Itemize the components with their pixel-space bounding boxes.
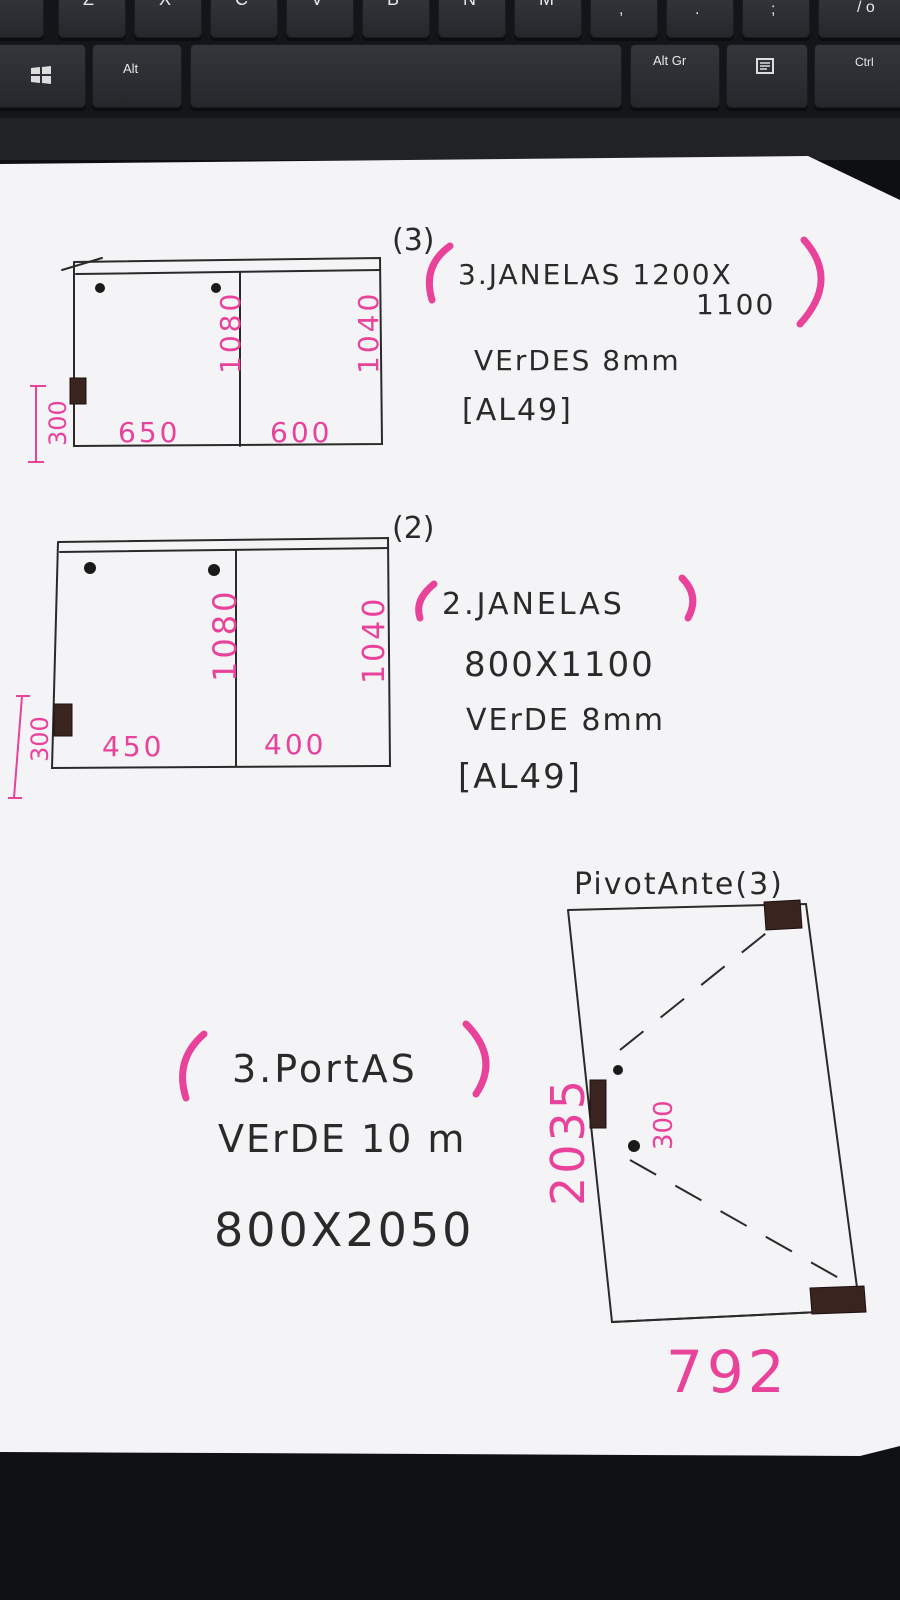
key-comma: , — [590, 0, 658, 38]
window2-pivot-dot-right — [208, 564, 220, 576]
door-handle-height: 300 — [649, 1100, 679, 1150]
window1-note-close-paren — [796, 236, 825, 328]
window2-size: 800X1100 — [464, 645, 655, 685]
window2-top-rail — [59, 547, 389, 553]
paper-sheet — [0, 156, 900, 1456]
door-note-close-paren — [462, 1020, 490, 1098]
key-alt-gr: Alt Gr — [630, 44, 720, 108]
door-pivot-dot-bottom — [628, 1140, 640, 1152]
key-partial — [0, 0, 44, 38]
door-size: 800X2050 — [214, 1203, 474, 1257]
key-ctrl: Ctrl — [814, 44, 900, 108]
door-note-open-paren — [179, 1030, 208, 1102]
menu-icon — [756, 58, 774, 74]
door-bottom-pivot-block — [809, 1285, 867, 1315]
door-handle-block — [589, 1079, 607, 1129]
window2-handle-block — [53, 703, 73, 737]
door-width: 792 — [666, 1338, 789, 1406]
key-menu — [726, 44, 808, 108]
key-semicolon: ; — [742, 0, 810, 38]
window1-note-title-2: 1100 — [696, 288, 775, 321]
window2-profile: [AL49] — [458, 757, 582, 797]
key-v: V — [286, 0, 354, 38]
key-n: N — [438, 0, 506, 38]
key-c: C — [210, 0, 278, 38]
key-slash: / o — [818, 0, 900, 38]
window2-right-height: 1040 — [357, 596, 392, 684]
window1-handle-height: 300 — [44, 400, 72, 446]
window2-handle-dim-line — [13, 695, 23, 799]
door-height: 2035 — [541, 1077, 595, 1206]
door-label: PivotAnte(3) — [574, 867, 784, 902]
window1-count: (3) — [392, 223, 435, 258]
window2-left-height: 1080 — [206, 589, 244, 682]
window1-glass: VErDES 8mm — [474, 344, 681, 377]
window1-note-open-paren — [425, 242, 454, 304]
window1-left-width: 650 — [118, 416, 180, 449]
window1-right-height: 1040 — [352, 291, 385, 374]
window2-pivot-dot-left — [84, 562, 96, 574]
door-frame — [567, 902, 862, 1324]
window2-note-title: 2.JANELAS — [442, 587, 625, 622]
window1-note-title: 3.JANELAS 1200X — [458, 258, 733, 291]
key-windows — [0, 44, 86, 108]
window2-right-width: 400 — [264, 728, 326, 761]
window2-note-open-paren — [415, 580, 438, 622]
window2-left-width: 450 — [102, 730, 164, 763]
key-alt: Alt — [92, 44, 182, 108]
window1-pivot-dot-left — [95, 283, 105, 293]
key-b: B — [362, 0, 430, 38]
window2-glass: VErDE 8mm — [466, 703, 665, 738]
key-space — [190, 44, 622, 108]
window2-handle-height: 300 — [26, 716, 54, 762]
window1-handle-block — [69, 377, 87, 405]
key-z: Z — [58, 0, 126, 38]
window1-tick — [61, 257, 103, 271]
door-note-title: 3.PortAS — [232, 1047, 418, 1091]
window1-right-width: 600 — [270, 416, 332, 449]
window1-top-rail — [75, 269, 381, 275]
desk-surface — [0, 1440, 900, 1600]
window2-count: (2) — [392, 511, 435, 546]
window2-note-close-paren — [678, 574, 697, 622]
key-x: X — [134, 0, 202, 38]
keyboard-bezel — [0, 118, 900, 160]
door-swing-line-top — [619, 929, 771, 1051]
door-pivot-dot-top — [613, 1065, 623, 1075]
windows-logo-icon — [31, 66, 51, 84]
door-swing-line-bottom — [629, 1159, 861, 1291]
window2-frame — [50, 536, 392, 770]
key-m: M — [514, 0, 582, 38]
window1-left-height: 1080 — [214, 291, 247, 374]
door-top-pivot-block — [763, 899, 803, 931]
window1-pivot-dot-right — [211, 283, 221, 293]
door-glass: VErDE 10 m — [218, 1117, 466, 1161]
key-period: . — [666, 0, 734, 38]
window1-profile: [AL49] — [462, 393, 573, 428]
